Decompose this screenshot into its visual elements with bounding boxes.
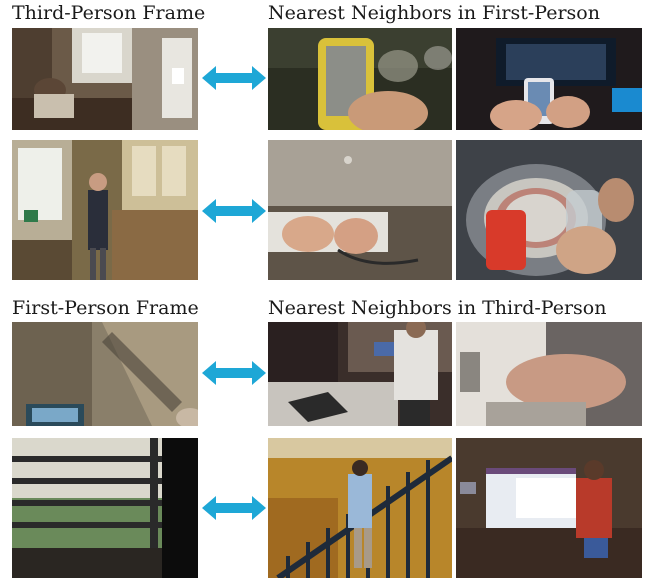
third-person-photo-kitchen-table: [12, 28, 198, 130]
first-person-photo-phone-in-hand: [268, 28, 452, 130]
double-headed-arrow-icon: [202, 361, 266, 385]
first-person-photo-phone-and-tv: [456, 28, 642, 130]
first-person-frame-heading: First-Person Frame: [12, 297, 199, 319]
first-person-photo-window-bars: [12, 438, 198, 578]
third-person-photo-person-standing-kitchen: [12, 140, 198, 280]
first-person-photo-hands-with-papers: [268, 140, 452, 280]
third-person-photo-person-near-window: [456, 438, 642, 578]
nearest-neighbors-third-person-heading: Nearest Neighbors in Third-Person: [268, 297, 607, 319]
third-person-frame-heading: Third-Person Frame: [12, 2, 206, 24]
third-person-photo-person-on-staircase: [268, 438, 452, 578]
first-person-photo-washing-dishes: [456, 140, 642, 280]
double-headed-arrow-icon: [202, 66, 266, 90]
nearest-neighbors-first-person-heading: Nearest Neighbors in First-Person: [268, 2, 600, 24]
double-headed-arrow-icon: [202, 496, 266, 520]
third-person-photo-arm-in-light: [456, 322, 642, 426]
third-person-photo-person-with-phone-bed: [268, 322, 452, 426]
first-person-photo-blurry-ceiling-tv: [12, 322, 198, 426]
double-headed-arrow-icon: [202, 199, 266, 223]
